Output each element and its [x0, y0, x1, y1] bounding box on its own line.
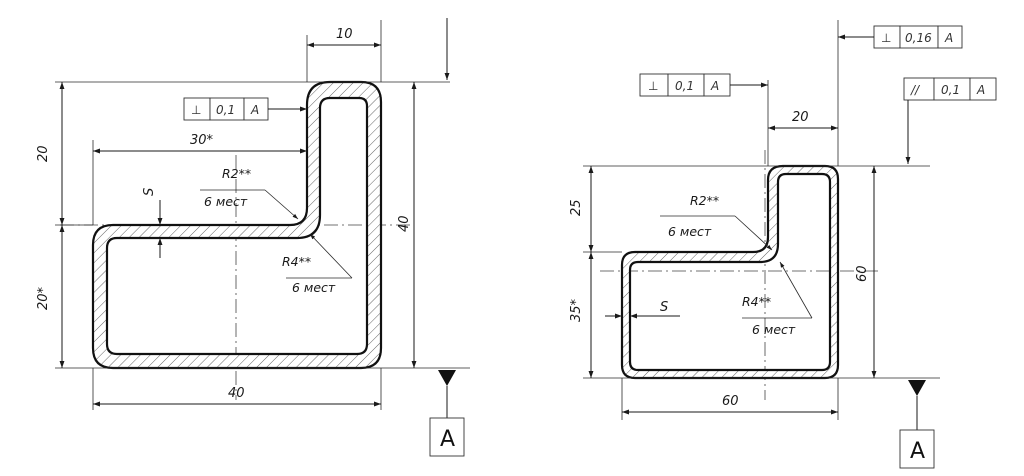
left-dim-left-upper: 20 [36, 145, 51, 162]
left-radius-large-count: 6 мест [292, 280, 336, 295]
left-datum-symbol: A [429, 370, 465, 457]
right-datum-label: A [910, 439, 925, 464]
right-datum-symbol: A [899, 380, 935, 469]
left-tol-value: 0,1 [216, 103, 235, 117]
right-tol3-symbol: // [910, 83, 921, 97]
left-tol-symbol: ⊥ [191, 103, 201, 117]
right-tol3-value: 0,1 [941, 83, 960, 97]
left-label-s: S [142, 188, 157, 196]
right-radius-small: R2** [690, 193, 719, 208]
right-radius-small-count: 6 мест [668, 224, 712, 239]
right-dim-left-lower: 35* [569, 298, 584, 322]
left-radius-small-count: 6 мест [204, 194, 248, 209]
left-datum-label: A [440, 427, 455, 452]
left-dim-bottom-width: 40 [228, 386, 245, 401]
left-dim-top-width: 10 [336, 27, 353, 42]
right-tol1-value: 0,1 [675, 79, 694, 93]
right-r2-leader [734, 215, 773, 251]
right-dim-right-height: 60 [855, 265, 870, 282]
right-radius-large-count: 6 мест [752, 322, 796, 337]
left-r2-leader [264, 189, 299, 220]
right-tol2-value: 0,16 [905, 31, 932, 45]
right-tol2-datum: A [944, 31, 953, 45]
right-tol3-datum: A [976, 83, 985, 97]
left-dim-right-height: 40 [397, 215, 412, 232]
left-r4-leader [309, 233, 353, 279]
right-tolerance-frame-perp-top: ⊥ 0,16 A [838, 25, 963, 49]
right-tol1-symbol: ⊥ [648, 79, 658, 93]
right-dim-top-width: 20 [792, 110, 809, 125]
right-label-s: S [660, 300, 668, 315]
left-tolerance-frame: ⊥ 0,1 A [183, 97, 307, 121]
right-radius-large: R4** [742, 294, 771, 309]
right-dim-bottom-width: 60 [722, 394, 739, 409]
right-tolerance-frame-parallel: // 0,1 A [903, 77, 997, 164]
right-r4-leader [779, 261, 813, 319]
left-radius-large: R4** [282, 254, 311, 269]
right-tolerance-frame-perp-left: ⊥ 0,1 A [639, 73, 768, 97]
left-radius-small: R2** [222, 166, 251, 181]
left-l-profile [91, 80, 383, 370]
right-tol1-datum: A [710, 79, 719, 93]
right-tol2-symbol: ⊥ [881, 31, 891, 45]
left-dim-left-lower: 20* [36, 286, 51, 310]
left-drawing: 10 30* 20 20* 40 40 S R2** 6 мест R4** 6… [36, 18, 470, 457]
right-drawing: 20 25 35* 60 60 S R2** 6 мест R4** 6 мес… [569, 20, 997, 469]
right-l-profile [620, 164, 840, 380]
left-dim-inner-width: 30* [190, 133, 214, 148]
right-dim-left-upper: 25 [569, 199, 584, 216]
left-tol-datum: A [250, 103, 259, 117]
